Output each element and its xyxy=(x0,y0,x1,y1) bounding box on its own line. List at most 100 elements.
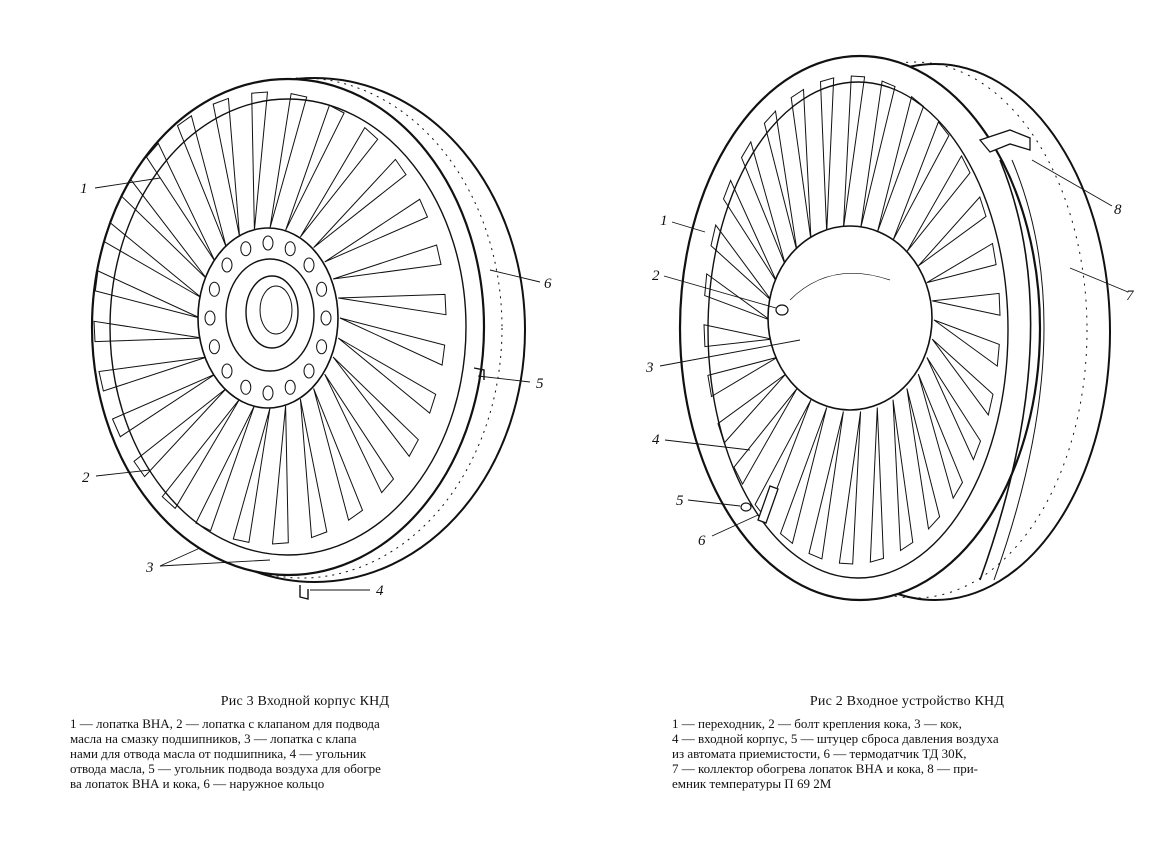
inlet-casing-drawing xyxy=(90,77,541,600)
hub-hole xyxy=(240,379,252,395)
vane-blade xyxy=(212,97,241,237)
vane-blade xyxy=(707,356,778,398)
guide-vanes xyxy=(703,75,1001,565)
vane-blade xyxy=(933,319,1000,368)
vane-blade xyxy=(299,126,379,238)
vane-blade xyxy=(710,223,773,302)
hub-hole xyxy=(204,310,216,326)
vane-blade xyxy=(838,411,862,565)
legend-line: 1 — переходник, 2 — болт крепления кока,… xyxy=(672,716,962,731)
callout-3: 3 xyxy=(145,560,154,576)
vane-blade xyxy=(338,293,447,316)
vane-blade xyxy=(145,142,216,263)
vane-blade xyxy=(917,373,964,500)
callout-2: 2 xyxy=(652,268,660,284)
callout-5: 5 xyxy=(536,376,544,392)
figure-legend: 1 — переходник, 2 — болт крепления кока,… xyxy=(672,716,1142,791)
vane-blade xyxy=(892,399,914,552)
callout-1: 1 xyxy=(660,213,668,229)
callout-1: 1 xyxy=(80,181,88,197)
vane-blade xyxy=(740,140,787,267)
hub-hole xyxy=(284,241,296,257)
callout-3: 3 xyxy=(645,360,654,376)
callout-2: 2 xyxy=(82,470,90,486)
legend-line: 7 — коллектор обогрева лопаток ВНА и кок… xyxy=(672,761,978,776)
callout-5: 5 xyxy=(676,493,684,509)
vane-blade xyxy=(285,104,345,231)
inlet-device-drawing xyxy=(659,54,1129,602)
vane-blade xyxy=(842,75,866,229)
legend-line: отвода масла, 5 — угольник подвода возду… xyxy=(70,761,381,776)
vane-blade xyxy=(906,388,941,531)
legend-line: емник температуры П 69 2М xyxy=(672,776,832,791)
vane-blade xyxy=(332,244,442,280)
vane-blade xyxy=(931,338,994,417)
legend-line: из автомата приемистости, 6 — термодатчи… xyxy=(672,746,967,761)
spinner-cone xyxy=(767,225,933,411)
hub-hole xyxy=(208,339,220,355)
casing-mid xyxy=(742,61,1088,599)
legend-line: 4 — входной корпус, 5 — штуцер сброса да… xyxy=(672,731,999,746)
vane-blade xyxy=(876,95,925,233)
vane-blade xyxy=(313,388,364,522)
vane-blade xyxy=(332,356,419,458)
spinner-bolt xyxy=(775,304,789,316)
adapter-ring-inner xyxy=(707,81,1009,579)
vane-blade xyxy=(94,270,201,319)
vane-blade xyxy=(926,357,982,461)
hub-hole xyxy=(208,281,220,297)
oil-elbow-4 xyxy=(299,585,309,600)
callout-7: 7 xyxy=(1126,288,1135,304)
figure-legend: 1 — лопатка ВНА, 2 — лопатка с клапаном … xyxy=(70,716,540,791)
figure-title: Рис 2 Входное устройство КНД xyxy=(809,694,1005,709)
vane-blade xyxy=(232,407,271,544)
vane-blade xyxy=(808,411,844,560)
heating-collector-7 xyxy=(979,159,1032,581)
hub-holes xyxy=(204,235,332,401)
vane-blade xyxy=(161,398,241,510)
vane-blade xyxy=(906,154,971,252)
callout-4: 4 xyxy=(376,583,384,599)
legend-line: нами для отвода масла от подшипника, 4 —… xyxy=(70,746,367,761)
vane-blade xyxy=(324,373,395,494)
callout-8: 8 xyxy=(1114,202,1122,218)
vane-blade xyxy=(103,222,203,299)
caption-right: Рис 2 Входное устройство КНД 1 — переход… xyxy=(672,694,1142,791)
hub-hole xyxy=(262,235,274,251)
legend-line: 1 — лопатка ВНА, 2 — лопатка с клапаном … xyxy=(70,716,380,731)
hub-hole xyxy=(316,281,328,297)
hub-hole xyxy=(284,379,296,395)
vane-blade xyxy=(133,388,227,478)
leader-lines xyxy=(659,159,1129,537)
hub-hole xyxy=(316,339,328,355)
vane-blade xyxy=(271,405,289,545)
vane-blade xyxy=(763,109,798,252)
vane-blade xyxy=(324,198,429,263)
vane-blade xyxy=(722,179,778,283)
vane-blade xyxy=(926,242,997,284)
hub-hole xyxy=(240,241,252,257)
caption-left: Рис 3 Входной корпус КНД 1 — лопатка ВНА… xyxy=(70,694,540,791)
vane-blade xyxy=(93,320,202,343)
vane-blade xyxy=(860,80,896,229)
vane-blade xyxy=(932,292,1001,316)
leader-lines xyxy=(94,177,541,591)
vane-blade xyxy=(703,324,772,348)
vane-blade xyxy=(121,178,208,280)
temperature-sensor-6 xyxy=(757,485,779,524)
vane-blade xyxy=(176,114,227,248)
vane-blade xyxy=(269,92,308,229)
hub-hole xyxy=(303,363,315,379)
hub-hole xyxy=(303,257,315,273)
callouts-left: 1 2 3 4 5 6 xyxy=(80,181,552,599)
callout-4: 4 xyxy=(652,432,660,448)
figure-title: Рис 3 Входной корпус КНД xyxy=(220,694,390,709)
vane-blade xyxy=(299,399,328,539)
vane-blade xyxy=(111,373,216,438)
callouts-right: 1 2 3 4 5 6 7 8 xyxy=(645,202,1135,549)
hub-bore-inner xyxy=(259,285,293,335)
vane-blade xyxy=(754,399,812,520)
vane-blade xyxy=(869,407,885,563)
callout-6: 6 xyxy=(544,276,552,292)
hub-hole xyxy=(262,385,274,401)
